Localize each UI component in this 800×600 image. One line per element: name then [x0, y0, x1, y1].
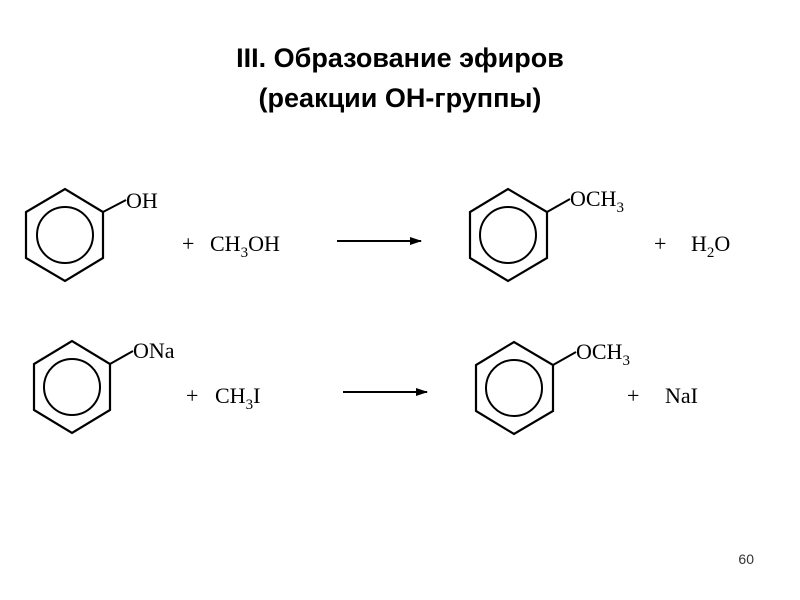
anisole-structure-2: OCH3 — [474, 339, 630, 436]
title-line-1: III. Образование эфиров — [236, 43, 564, 73]
bond-3 — [109, 350, 134, 365]
anisole-structure-1: OCH3 — [468, 186, 624, 283]
water-formula: H2O — [691, 231, 730, 261]
title-line-2: (реакции ОН-группы) — [258, 83, 542, 113]
phenoxide-ona-label: ONa — [133, 338, 175, 363]
phenol-structure: OH — [24, 187, 158, 283]
slide-title: III. Образование эфиров (реакции ОН-груп… — [0, 38, 800, 118]
plus-sign-2a: + — [186, 383, 198, 408]
benzene-ring-4 — [474, 340, 555, 436]
aromatic-circle-3 — [43, 358, 101, 416]
methoxy-label-1: OCH3 — [570, 186, 624, 216]
sodium-phenoxide-structure: ONa — [32, 338, 175, 435]
aromatic-circle-4 — [485, 359, 543, 417]
benzene-ring-1 — [24, 187, 105, 283]
bond-1 — [102, 199, 127, 213]
plus-sign-2b: + — [627, 383, 639, 408]
sodium-iodide-formula: NaI — [665, 383, 698, 408]
methoxy-label-2: OCH3 — [576, 339, 630, 369]
phenol-oh-label: OH — [126, 188, 158, 213]
plus-sign-1b: + — [654, 231, 666, 256]
methyl-iodide-formula: CH3I — [215, 383, 260, 413]
page-number: 60 — [738, 551, 754, 567]
aromatic-circle-1 — [36, 206, 94, 264]
benzene-ring-3 — [32, 339, 112, 435]
methanol-formula: CH3OH — [210, 231, 280, 261]
plus-sign-1a: + — [182, 231, 194, 256]
bond-4 — [552, 351, 577, 366]
aromatic-circle-2 — [479, 206, 537, 264]
bond-2 — [546, 198, 571, 213]
benzene-ring-2 — [468, 187, 549, 283]
